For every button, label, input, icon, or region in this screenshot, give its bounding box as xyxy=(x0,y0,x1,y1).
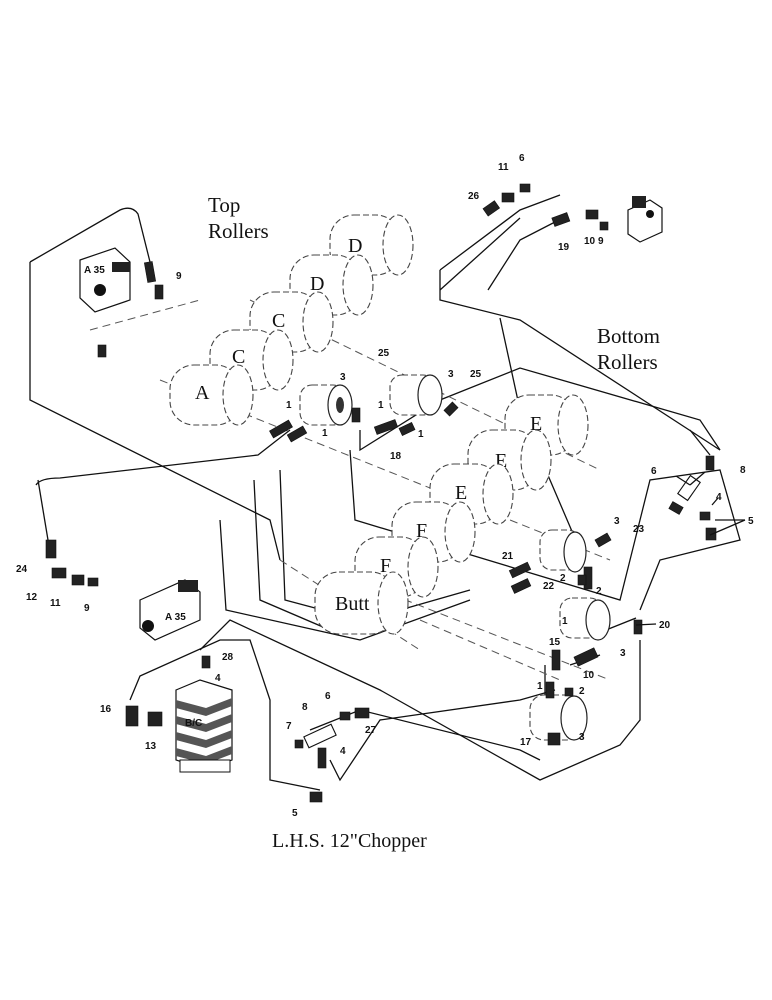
manifold-8-lower xyxy=(303,723,337,749)
callout: 26 xyxy=(468,191,480,202)
motor-lower xyxy=(529,694,588,741)
callout: 16 xyxy=(100,704,112,715)
callout: 1 xyxy=(537,681,543,692)
callout: 9 xyxy=(598,236,604,247)
callout: 24 xyxy=(16,564,28,575)
callout: 4 xyxy=(340,746,346,757)
roller-a: A xyxy=(169,364,254,426)
callout: 1 xyxy=(418,429,424,440)
callout: 22 xyxy=(543,581,555,592)
roller-label: C xyxy=(272,310,285,332)
valve-block-lower-left: A 35 xyxy=(139,579,201,641)
group-heading: Bottom xyxy=(597,324,660,348)
valve-label: B/C xyxy=(185,718,202,729)
callout: 20 xyxy=(659,620,671,631)
valves: A 35 A 35 B/C xyxy=(79,196,701,773)
roller-group: D D C C A E E xyxy=(169,214,589,635)
roller-label: E xyxy=(530,413,542,435)
callout: 15 xyxy=(549,637,561,648)
fittings xyxy=(45,183,717,803)
callout: 3 xyxy=(448,369,454,380)
roller-label: C xyxy=(232,346,245,368)
callout: 25 xyxy=(470,369,482,380)
callout: 1 xyxy=(562,616,568,627)
heading-bottom-rollers: Bottom Rollers xyxy=(597,324,660,374)
callout: 6 xyxy=(519,153,525,164)
motor-top-a xyxy=(299,384,353,426)
roller-label: D xyxy=(348,235,362,257)
roller-label: Butt xyxy=(335,593,370,615)
leader-lines xyxy=(635,471,746,626)
callout: 18 xyxy=(390,451,402,462)
callout: 5 xyxy=(748,516,754,527)
callout: 8 xyxy=(740,465,746,476)
callout: 11 xyxy=(50,598,61,609)
callout: 3 xyxy=(614,516,620,527)
callout: 3 xyxy=(579,732,585,743)
callout: 9 xyxy=(176,271,182,282)
callout: 17 xyxy=(520,737,532,748)
callout: 21 xyxy=(502,551,514,562)
callout: 19 xyxy=(558,242,570,253)
callout: 12 xyxy=(26,592,38,603)
callout: 23 xyxy=(633,524,645,535)
callouts: 9 25 3 1 1 3 25 18 1 1 26 11 6 19 10 9 6… xyxy=(16,153,754,819)
hose-lines xyxy=(29,194,741,791)
callout: 28 xyxy=(222,652,234,663)
callout: 2 xyxy=(596,586,602,597)
roller-e-upper: E xyxy=(504,394,589,456)
callout: 10 xyxy=(583,670,595,681)
callout: 8 xyxy=(302,702,308,713)
roller-label: D xyxy=(310,273,324,295)
callout: 25 xyxy=(378,348,390,359)
callout: 4 xyxy=(716,492,722,503)
valve-block-right xyxy=(627,196,663,243)
valve-block-top-left: A 35 xyxy=(79,247,131,313)
group-heading: Rollers xyxy=(597,350,658,374)
callout: 27 xyxy=(365,725,377,736)
callout: 10 xyxy=(584,236,596,247)
callout: 6 xyxy=(325,691,331,702)
roller-label: A xyxy=(195,382,210,404)
callout: 4 xyxy=(215,673,221,684)
callout: 9 xyxy=(84,603,90,614)
callout: 3 xyxy=(340,372,346,383)
callout: 11 xyxy=(498,162,509,173)
figure-title: L.H.S. 12"Chopper xyxy=(272,830,427,852)
motors xyxy=(299,374,611,741)
valve-label: A 35 xyxy=(165,612,186,623)
callout: 6 xyxy=(651,466,657,477)
roller-label: F xyxy=(380,555,391,577)
callout: 2 xyxy=(579,686,585,697)
callout: 2 xyxy=(560,573,566,584)
callout: 1 xyxy=(378,400,384,411)
callout: 1 xyxy=(322,428,328,439)
callout: 3 xyxy=(620,648,626,659)
motor-bottom-f xyxy=(559,597,611,641)
group-heading: Rollers xyxy=(208,219,269,243)
roller-label: E xyxy=(455,482,467,504)
callout: 1 xyxy=(286,400,292,411)
callout: 5 xyxy=(292,808,298,819)
callout: 13 xyxy=(145,741,157,752)
roller-label: F xyxy=(416,520,427,542)
motor-top-b xyxy=(389,374,443,416)
heading-top-rollers: Top Rollers xyxy=(208,193,269,243)
callout: 7 xyxy=(286,721,292,732)
motor-bottom-e xyxy=(539,529,587,573)
valve-stack-bc: B/C xyxy=(175,679,233,773)
valve-label: A 35 xyxy=(84,265,105,276)
roller-butt: Butt xyxy=(314,571,409,635)
group-heading: Top xyxy=(208,193,240,217)
